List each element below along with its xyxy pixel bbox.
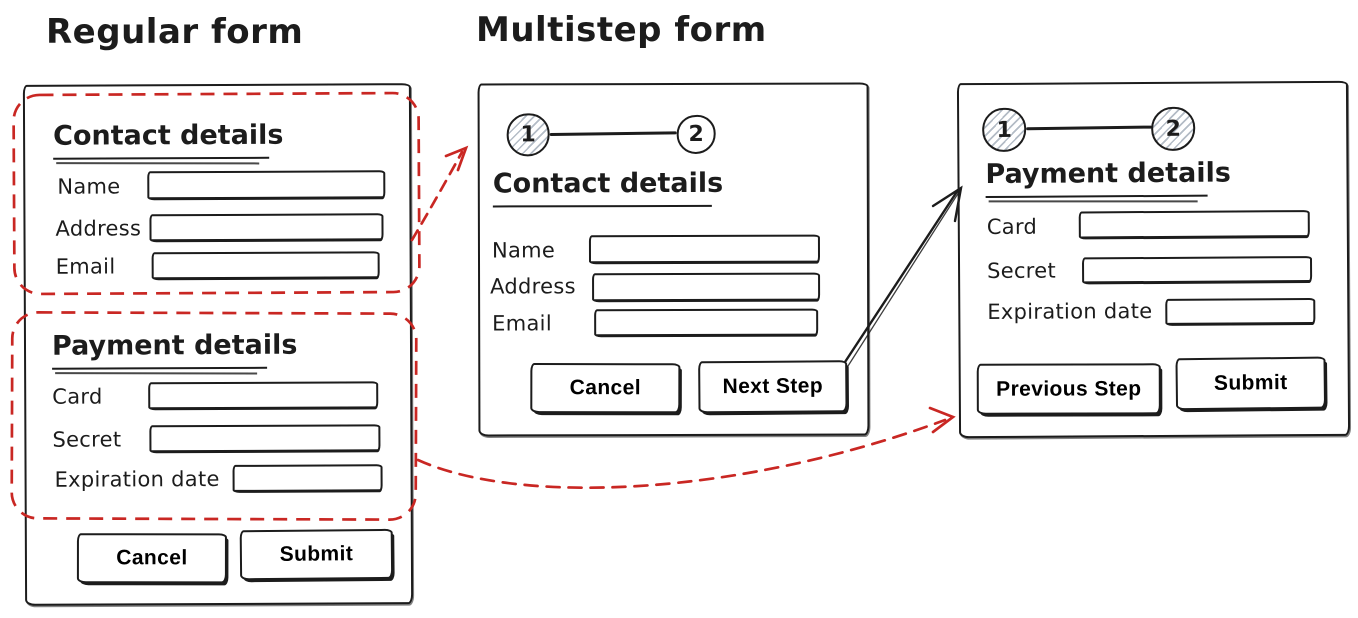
step1-indicator-done: 1 <box>982 107 1027 153</box>
regular-form-panel: Contact details Name Address Email Payme… <box>22 83 414 606</box>
contact-details-heading: Contact details <box>492 168 723 208</box>
multistep-form-title: Multistep form <box>476 10 767 50</box>
email-label: Email <box>492 311 552 336</box>
step2-secret-input[interactable] <box>1081 256 1313 285</box>
multistep-step1-panel: 1 2 Contact details Name Address Email C… <box>477 82 870 437</box>
card-label: Card <box>52 384 103 409</box>
previous-step-button[interactable]: Previous Step <box>976 363 1161 415</box>
secret-label: Secret <box>52 427 122 452</box>
card-label: Card <box>986 214 1038 240</box>
regular-expiration-input[interactable] <box>232 464 383 493</box>
address-label: Address <box>55 216 142 241</box>
regular-card-input[interactable] <box>148 381 379 411</box>
step2-indicator: 2 <box>676 114 716 154</box>
step1-cancel-button[interactable]: Cancel <box>530 363 681 414</box>
next-step-button[interactable]: Next Step <box>698 360 848 414</box>
payment-details-heading: Payment details <box>51 330 297 370</box>
step1-name-input[interactable] <box>588 234 821 265</box>
contact-to-step1-arrow <box>410 145 469 242</box>
regular-name-input[interactable] <box>147 170 386 201</box>
regular-cancel-button[interactable]: Cancel <box>76 533 227 584</box>
regular-address-input[interactable] <box>149 213 384 243</box>
stepper-connector-line <box>1026 125 1153 131</box>
regular-submit-button[interactable]: Submit <box>239 528 394 581</box>
email-label: Email <box>55 254 116 279</box>
expiration-date-label: Expiration date <box>54 466 220 492</box>
expiration-date-label: Expiration date <box>987 299 1153 325</box>
name-label: Name <box>57 174 121 199</box>
multistep-step2-panel: 1 2 Payment details Card Secret Expirati… <box>956 80 1351 439</box>
step2-indicator-active: 2 <box>1151 106 1196 152</box>
payment-details-heading: Payment details <box>985 158 1231 199</box>
address-label: Address <box>490 274 576 299</box>
secret-label: Secret <box>986 258 1057 284</box>
name-label: Name <box>491 238 556 263</box>
step2-expiration-input[interactable] <box>1165 298 1316 326</box>
step1-address-input[interactable] <box>592 272 821 303</box>
regular-form-title: Regular form <box>46 12 304 52</box>
contact-details-heading: Contact details <box>53 120 284 160</box>
regular-secret-input[interactable] <box>149 424 381 454</box>
step1-indicator-active: 1 <box>506 113 550 157</box>
regular-email-input[interactable] <box>151 251 380 281</box>
step1-email-input[interactable] <box>594 308 819 338</box>
step2-submit-button[interactable]: Submit <box>1175 356 1327 411</box>
step2-card-input[interactable] <box>1078 210 1310 240</box>
stepper-connector-line <box>549 131 677 136</box>
